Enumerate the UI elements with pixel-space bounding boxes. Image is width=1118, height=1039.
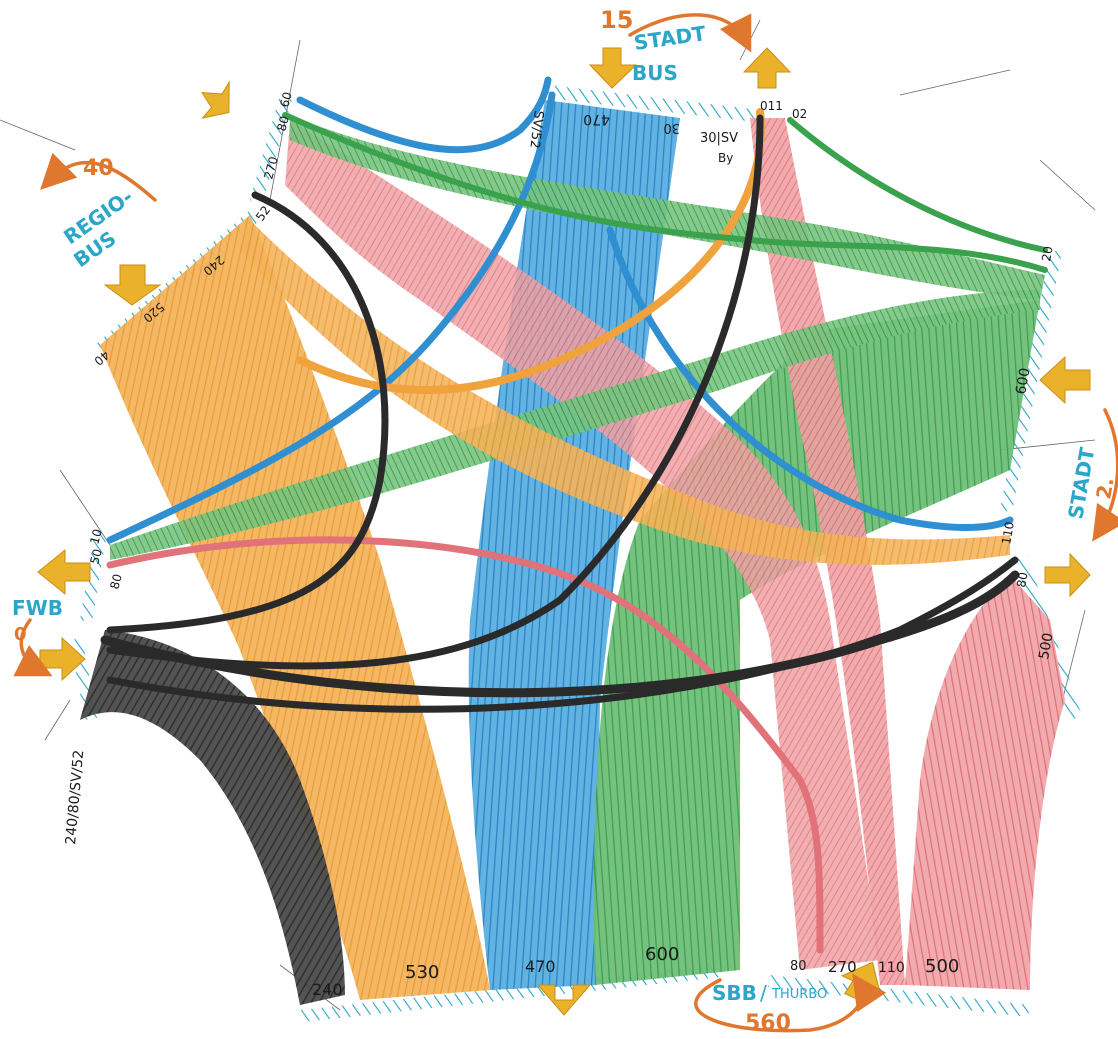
fwb-label: FWB: [12, 596, 63, 620]
side-route-a: 10: [87, 527, 104, 545]
bus-top-label: BUS: [632, 61, 678, 85]
tl-route-b: 80: [274, 114, 291, 132]
orange-flow-band: [100, 215, 490, 1000]
top-route-e: By: [718, 151, 733, 165]
side-route-b: 50: [87, 547, 104, 565]
arrow-right-in: [1039, 355, 1091, 405]
num-2-label: 2.: [1091, 476, 1118, 501]
bottom-route-a: 240: [312, 980, 343, 999]
red-flow-band: [905, 575, 1065, 990]
top-route-a: SV/52: [526, 110, 546, 150]
orange-cross-flow: [240, 220, 1010, 565]
thurbo-label: THURBO: [771, 987, 827, 1002]
green-wide-flow: [110, 290, 1040, 560]
top-route-g: 02: [792, 107, 807, 121]
arrow-stadt-bus-in: [588, 47, 638, 89]
num-0-label: 0: [14, 624, 27, 645]
bottom-route-b: 530: [405, 962, 439, 983]
top-route-c: 30: [663, 120, 680, 135]
right-route-a: 20: [1039, 245, 1055, 262]
bottom-route-f: 270: [828, 958, 857, 976]
top-route-d: 30|SV: [700, 131, 738, 146]
bottom-route-e: 80: [790, 959, 807, 974]
right-route-b: 600: [1013, 367, 1033, 396]
sbb-label: SBB: [712, 981, 757, 1005]
bottom-route-c: 470: [525, 957, 556, 976]
right-route-c: 110: [999, 521, 1017, 546]
num-560-label: 560: [745, 1011, 791, 1036]
num-15-label: 15: [600, 6, 633, 34]
direction-arcs: [13, 13, 1118, 1033]
arrow-fwb-out: [37, 548, 91, 596]
green-diagonal-flow: [290, 115, 1045, 300]
sbb-slash: /: [760, 981, 767, 1005]
arrow-right-out: [1044, 552, 1091, 598]
arrow-regio: [103, 264, 162, 306]
right-route-e: 500: [1036, 632, 1056, 661]
black-flow-band: [80, 630, 345, 1005]
top-route-f: 011: [760, 99, 783, 113]
top-route-b: 470: [583, 111, 610, 127]
bottom-route-d: 600: [645, 944, 679, 965]
num-40-label: 40: [83, 156, 114, 181]
bottom-route-g: 110: [878, 960, 905, 976]
tl-route-c: 270: [261, 155, 280, 181]
side-route-c: 80: [107, 572, 124, 590]
right-route-d: 80: [1014, 571, 1030, 588]
arrow-top-left: [201, 80, 230, 119]
tl-route-a: 60: [277, 90, 294, 108]
bottom-route-h: 500: [925, 956, 959, 977]
line-flows: [100, 76, 1048, 954]
arrow-bottom-out: [536, 984, 592, 1016]
arrow-out-top: [742, 47, 792, 89]
